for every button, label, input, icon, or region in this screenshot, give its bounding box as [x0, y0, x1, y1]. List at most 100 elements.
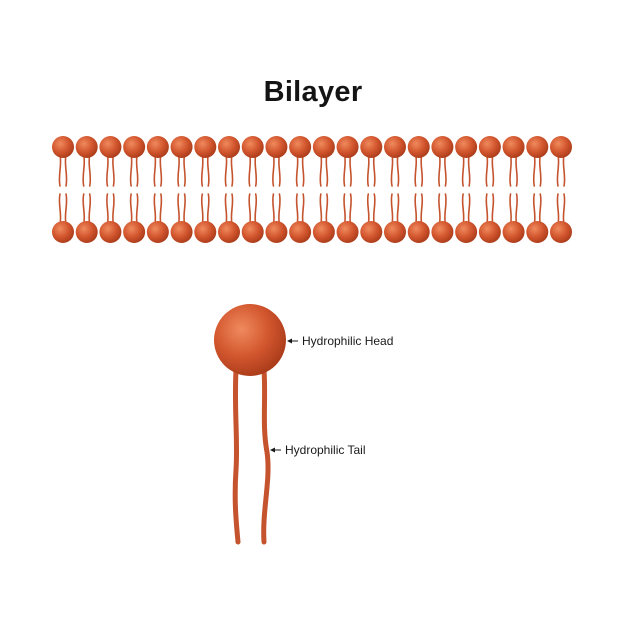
bilayer-tail [58, 193, 62, 225]
bilayer-tail [343, 193, 346, 225]
bilayer-head [75, 221, 98, 243]
bilayer-tail [200, 193, 204, 225]
bilayer-tail [301, 193, 305, 225]
bilayer-tail [509, 193, 512, 225]
bilayer-head [407, 136, 430, 158]
bilayer-tail [64, 193, 68, 225]
bilayer-tail [420, 154, 424, 187]
bilayer-head [170, 221, 193, 243]
bilayer-tail [467, 154, 471, 187]
bilayer-tail [200, 154, 204, 187]
bilayer-head [123, 136, 146, 158]
bilayer-tail [509, 154, 512, 187]
bilayer-tail [82, 154, 86, 187]
bilayer-tail [224, 154, 228, 187]
bilayer-head [502, 221, 525, 243]
bilayer-tail [135, 154, 139, 187]
bilayer-tail [106, 193, 109, 225]
bilayer-head [99, 136, 122, 158]
bilayer-tail [82, 193, 86, 225]
bilayer-head [170, 136, 193, 158]
bilayer-tail [272, 154, 275, 187]
bilayer-head [312, 221, 335, 243]
bilayer-tail [230, 193, 234, 225]
bilayer-tail [390, 193, 394, 225]
bilayer-head [360, 221, 383, 243]
bilayer-head [526, 136, 549, 158]
bilayer-tail [390, 154, 394, 187]
bilayer-tail [414, 154, 418, 187]
bilayer-tail [254, 154, 258, 187]
bilayer-tail [254, 193, 258, 225]
bilayer-tail [106, 154, 109, 187]
bilayer-head [478, 221, 501, 243]
bilayer-head [502, 136, 525, 158]
bilayer-tail [135, 193, 139, 225]
bilayer-tail [538, 154, 542, 187]
bilayer-head [75, 136, 98, 158]
bilayer-head [218, 221, 240, 243]
bilayer-tail [295, 193, 299, 225]
bilayer-tail [112, 154, 115, 187]
bilayer-tail [278, 193, 281, 225]
hydrophilic-head [214, 304, 286, 376]
bilayer-tail [88, 154, 92, 187]
bilayer-head [218, 136, 240, 158]
bilayer-head [550, 136, 572, 158]
bilayer-tail [278, 154, 281, 187]
bilayer-tail [319, 193, 323, 225]
bilayer-head [289, 221, 312, 243]
bilayer-tail [319, 154, 323, 187]
bilayer-tail [420, 193, 424, 225]
bilayer-tail [461, 193, 465, 225]
bilayer-tail [366, 154, 370, 187]
bilayer-head [550, 221, 572, 243]
bilayer-tail [112, 193, 115, 225]
bilayer-tail [325, 154, 329, 187]
bilayer-tail [349, 154, 352, 187]
bilayer-tail [272, 193, 275, 225]
bilayer-tail [183, 154, 186, 187]
bilayer-head [455, 136, 478, 158]
bilayer-head [194, 136, 217, 158]
bilayer-head [265, 221, 288, 243]
bilayer-tail [153, 154, 157, 187]
bilayer-tail [491, 154, 495, 187]
bilayer-head [455, 221, 478, 243]
bilayer-head [146, 221, 169, 243]
bilayer-tail [129, 193, 133, 225]
bilayer-tail [515, 154, 518, 187]
bilayer-tail [295, 154, 299, 187]
bilayer-tail [438, 193, 441, 225]
lipid-bilayer [52, 136, 572, 243]
bilayer-tail [485, 154, 489, 187]
bilayer-tail [58, 154, 62, 187]
bilayer-head [123, 221, 146, 243]
bilayer-tail [515, 193, 518, 225]
bilayer-tail [532, 193, 536, 225]
bilayer-tail [414, 193, 418, 225]
bilayer-tail [556, 154, 560, 187]
bilayer-tail [372, 154, 376, 187]
bilayer-head [478, 136, 501, 158]
bilayer-tail [396, 193, 400, 225]
bilayer-head [241, 136, 264, 158]
head-label: Hydrophilic Head [302, 334, 393, 348]
bilayer-tail [159, 193, 163, 225]
bilayer-tail [444, 154, 447, 187]
bilayer-head [99, 221, 122, 243]
bilayer-head [384, 221, 406, 243]
bilayer-tail [562, 154, 566, 187]
bilayer-head [146, 136, 169, 158]
bilayer-head [384, 136, 406, 158]
phospholipid-molecule: Hydrophilic Head Hydrophilic Tail [214, 304, 393, 545]
bilayer-head [336, 136, 359, 158]
bilayer-tail [343, 154, 346, 187]
bilayer-tail [224, 193, 228, 225]
bilayer-head [431, 136, 454, 158]
bilayer-tail [177, 154, 180, 187]
bilayer-head [312, 136, 335, 158]
bilayer-head [431, 221, 454, 243]
tail-label: Hydrophilic Tail [285, 443, 365, 457]
